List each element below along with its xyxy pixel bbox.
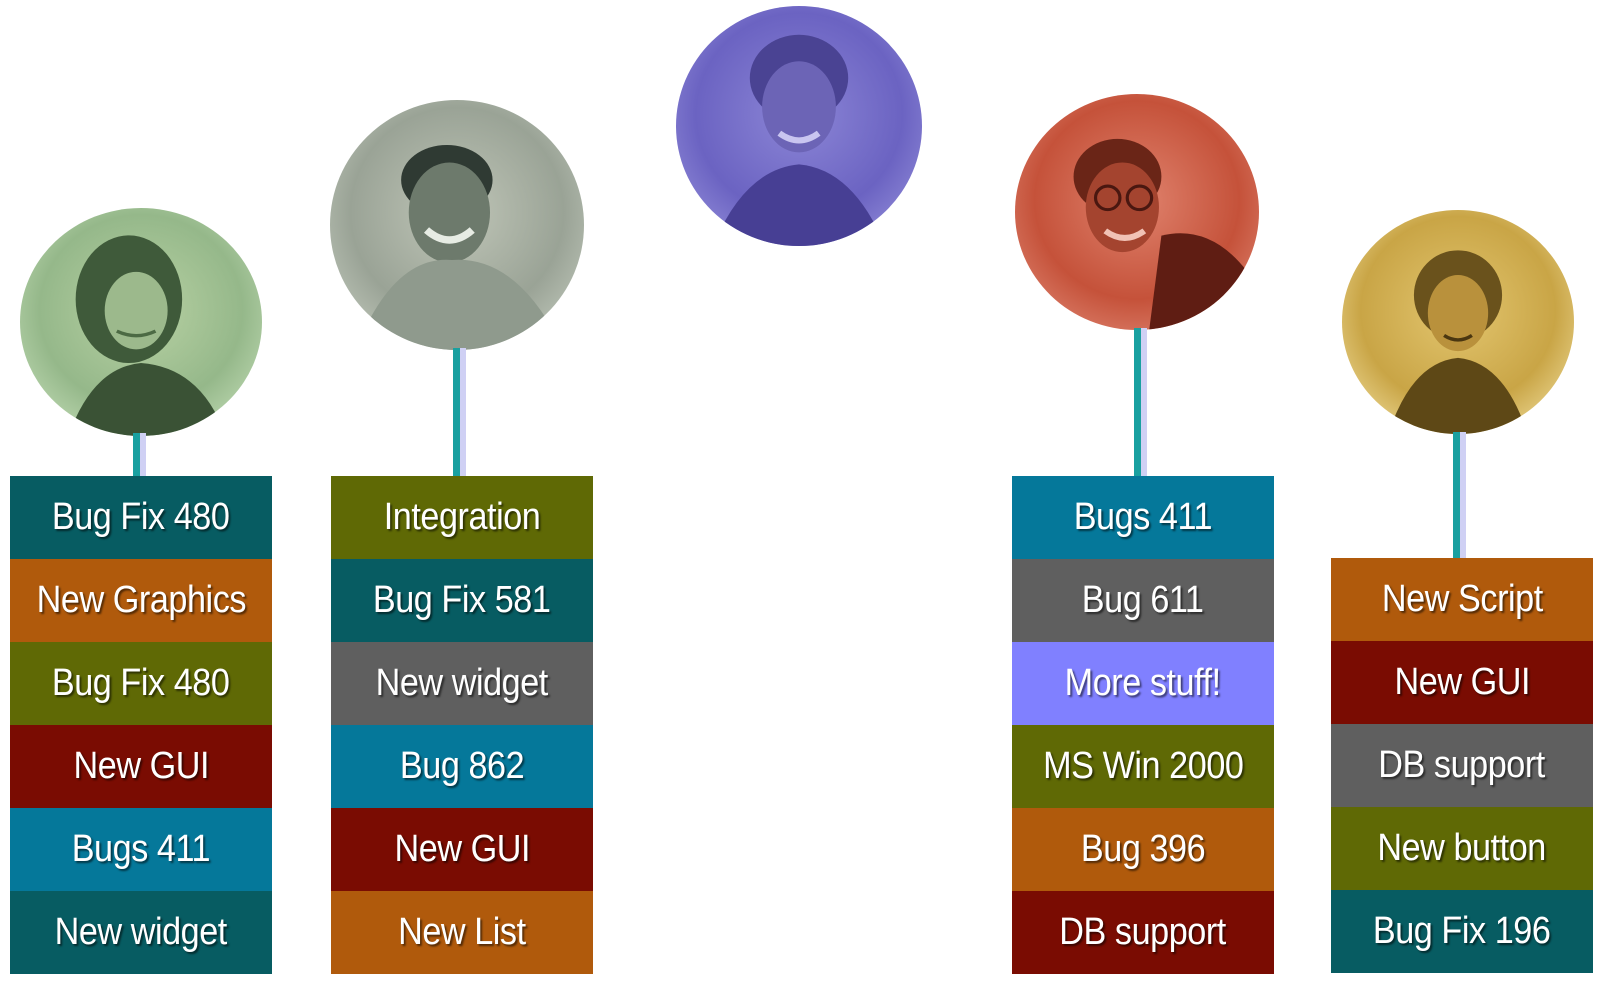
task-label: Bug 862 (399, 745, 525, 787)
task-item: MS Win 2000 (1012, 725, 1274, 808)
task-label: Bug 611 (1082, 579, 1204, 621)
woman-photo-icon (20, 208, 262, 436)
task-item: Bug Fix 480 (10, 642, 272, 725)
avatar-3 (676, 6, 922, 246)
task-label: New button (1377, 827, 1547, 869)
task-label: New widget (375, 662, 549, 704)
task-label: Bugs 411 (71, 828, 211, 870)
connector-2 (453, 348, 466, 476)
task-item: Bug 396 (1012, 808, 1274, 891)
connector-1 (133, 433, 146, 476)
task-item: New button (1331, 807, 1593, 890)
task-label: DB support (1378, 744, 1546, 786)
man-glasses-photo-icon (1015, 94, 1259, 330)
task-label: DB support (1059, 911, 1227, 953)
avatar-4 (1015, 94, 1259, 330)
avatar-5 (1342, 210, 1574, 434)
task-label: Bug Fix 480 (52, 496, 230, 538)
task-label: Bugs 411 (1073, 496, 1213, 538)
task-label: New Script (1381, 578, 1543, 620)
task-item: New List (331, 891, 593, 974)
task-item: New Graphics (10, 559, 272, 642)
avatar-2 (330, 100, 584, 350)
task-label: New Graphics (36, 579, 246, 621)
task-label: Bug 396 (1080, 828, 1206, 870)
task-label: Bug Fix 581 (373, 579, 551, 621)
avatar-1 (20, 208, 262, 436)
task-item: Bug Fix 581 (331, 559, 593, 642)
task-label: More stuff! (1065, 662, 1221, 704)
task-item: Bug 862 (331, 725, 593, 808)
task-item: Bug Fix 196 (1331, 890, 1593, 973)
task-item: New Script (1331, 558, 1593, 641)
task-item: DB support (1331, 724, 1593, 807)
task-item: Bug Fix 480 (10, 476, 272, 559)
task-item: New GUI (331, 808, 593, 891)
connector-5 (1453, 432, 1466, 558)
task-label: New List (398, 911, 526, 953)
task-item: DB support (1012, 891, 1274, 974)
task-label: Integration (383, 496, 541, 538)
task-item: New widget (331, 642, 593, 725)
manager-photo-icon (676, 6, 922, 246)
task-item: Bug 611 (1012, 559, 1274, 642)
task-label: MS Win 2000 (1042, 745, 1244, 787)
woman-photo-icon (1342, 210, 1574, 434)
task-item: New GUI (1331, 641, 1593, 724)
task-label: New GUI (394, 828, 530, 870)
task-label: Bug Fix 480 (52, 662, 230, 704)
task-item: Bugs 411 (1012, 476, 1274, 559)
task-item: New GUI (10, 725, 272, 808)
task-label: New GUI (1394, 661, 1530, 703)
task-label: Bug Fix 196 (1373, 910, 1551, 952)
task-label: New GUI (73, 745, 209, 787)
task-item: New widget (10, 891, 272, 974)
task-label: New widget (54, 911, 228, 953)
task-item: More stuff! (1012, 642, 1274, 725)
task-item: Bugs 411 (10, 808, 272, 891)
task-item: Integration (331, 476, 593, 559)
man-photo-icon (330, 100, 584, 350)
connector-4 (1134, 328, 1147, 476)
